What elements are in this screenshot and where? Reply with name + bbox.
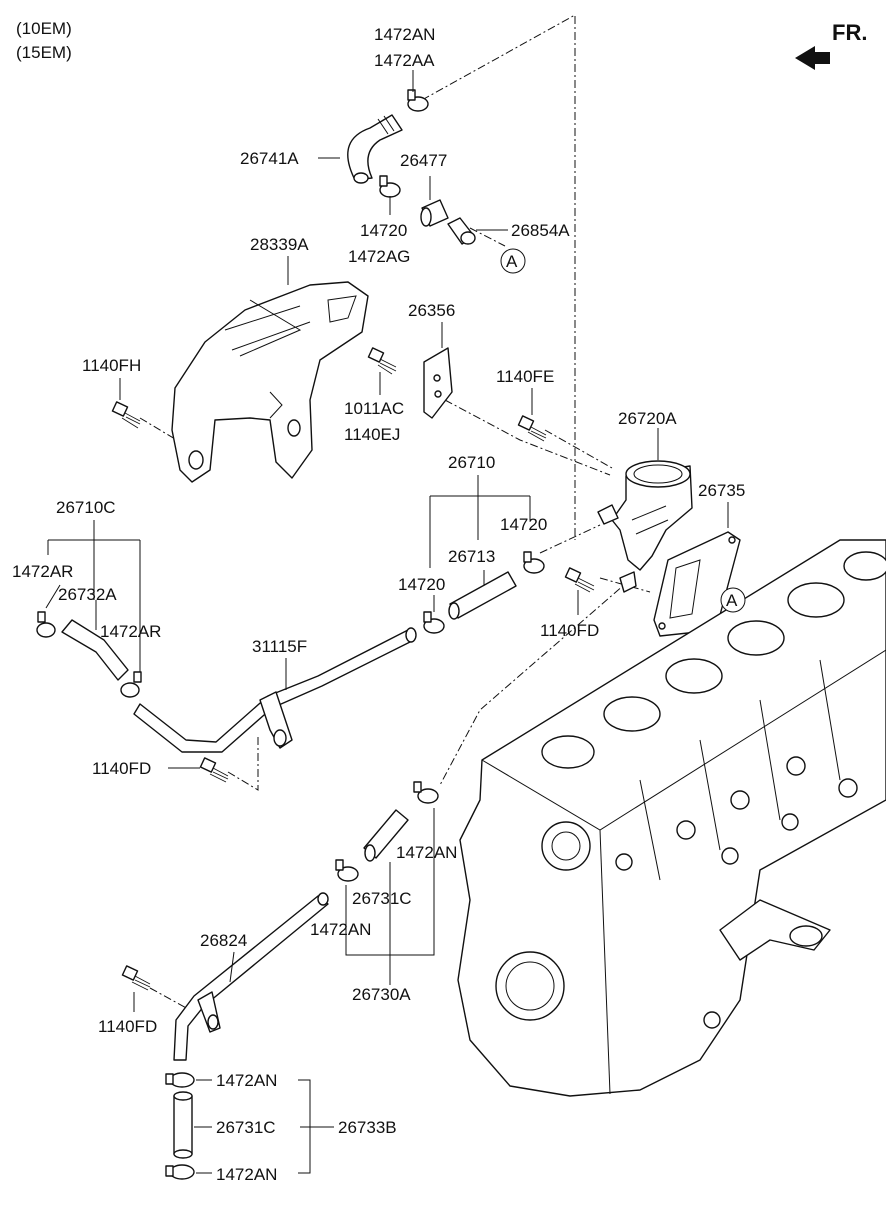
label-26730A: 26730A [352, 985, 411, 1004]
label-1011AC: 1011AC [344, 399, 404, 418]
clamp-14720-b [523, 551, 545, 574]
callout-a-top: A [500, 248, 526, 274]
label-1472AN-bot1: 1472AN [216, 1071, 277, 1090]
label-26735: 26735 [698, 481, 745, 500]
label-28339A: 28339A [250, 235, 309, 254]
label-26854A: 26854A [511, 221, 570, 240]
label-26720A: 26720A [618, 409, 677, 428]
clamp-1472AN-top [407, 89, 429, 112]
bolt-1140FD-c [121, 965, 151, 991]
label-26824: 26824 [200, 931, 247, 950]
label-31115F: 31115F [252, 637, 307, 656]
hose-26713 [448, 571, 517, 620]
cap-26854A [447, 217, 476, 245]
pipe-26824 [173, 892, 329, 1061]
label-26731C-a: 26731C [352, 889, 412, 908]
label-1140FH: 1140FH [82, 356, 141, 375]
clamp-1472AR-b [120, 671, 142, 698]
label-14720-a: 14720 [360, 221, 407, 240]
callout-a-right: A [720, 587, 746, 613]
heat-shield-28339A [171, 281, 369, 483]
label-26741A: 26741A [240, 149, 299, 168]
label-26477: 26477 [400, 151, 447, 170]
label-26733B: 26733B [338, 1118, 397, 1137]
bolt-1140FD-a [564, 567, 595, 593]
oil-separator-26720A [597, 460, 693, 593]
front-direction-label: FR. [832, 20, 867, 45]
label-1472AN-mid: 1472AN [396, 843, 457, 862]
label-26356: 26356 [408, 301, 455, 320]
pipe-31115F [133, 627, 417, 753]
hose-26741A [347, 114, 403, 184]
label-26732A: 26732A [58, 585, 117, 604]
label-1472AA: 1472AA [374, 51, 435, 70]
label-1140FE: 1140FE [496, 367, 554, 386]
label-14720-b: 14720 [500, 515, 547, 534]
label-1140EJ: 1140EJ [344, 425, 400, 444]
label-26710: 26710 [448, 453, 495, 472]
label-26713: 26713 [448, 547, 495, 566]
clamp-1472AN-mid2 [335, 859, 359, 882]
clamp-14720-top [379, 175, 401, 198]
hose-26732A [61, 619, 129, 681]
bolt-1140FD-b [199, 757, 229, 783]
front-arrow-icon [795, 46, 830, 70]
label-26710C: 26710C [56, 498, 116, 517]
label-1472AR-a: 1472AR [12, 562, 73, 581]
clamp-14720-c [423, 611, 445, 634]
clamp-1472AN-bot1 [165, 1072, 195, 1088]
label-1472AN-mid2: 1472AN [310, 920, 371, 939]
bolt-1140FH [111, 401, 141, 429]
label-1140FD-c: 1140FD [98, 1017, 157, 1036]
variant-15em-label: (15EM) [16, 43, 72, 62]
label-14720-c: 14720 [398, 575, 445, 594]
bolt-1011AC [367, 347, 397, 375]
engine-block [457, 539, 886, 1097]
leader-lines [45, 70, 729, 1174]
label-1140FD-a: 1140FD [540, 621, 599, 640]
variant-10em-label: (10EM) [16, 19, 72, 38]
label-26731C-b: 26731C [216, 1118, 276, 1137]
clamp-1472AR-a [36, 611, 56, 638]
svg-text:A: A [506, 252, 518, 271]
svg-text:A: A [726, 591, 738, 610]
hose-26731C-b [173, 1091, 193, 1159]
bolt-1140FE [517, 415, 547, 442]
hose-26731C-a [363, 809, 409, 862]
clamp-1472AN-bot2 [165, 1164, 195, 1180]
label-1472AG: 1472AG [348, 247, 410, 266]
pipe-26477 [420, 199, 449, 227]
clamp-1472AN-mid [413, 781, 439, 804]
label-1140FD-b: 1140FD [92, 759, 151, 778]
label-1472AN-top: 1472AN [374, 25, 435, 44]
label-1472AR-b: 1472AR [100, 622, 161, 641]
bracket-26356 [423, 347, 453, 419]
label-1472AN-bot2: 1472AN [216, 1165, 277, 1184]
